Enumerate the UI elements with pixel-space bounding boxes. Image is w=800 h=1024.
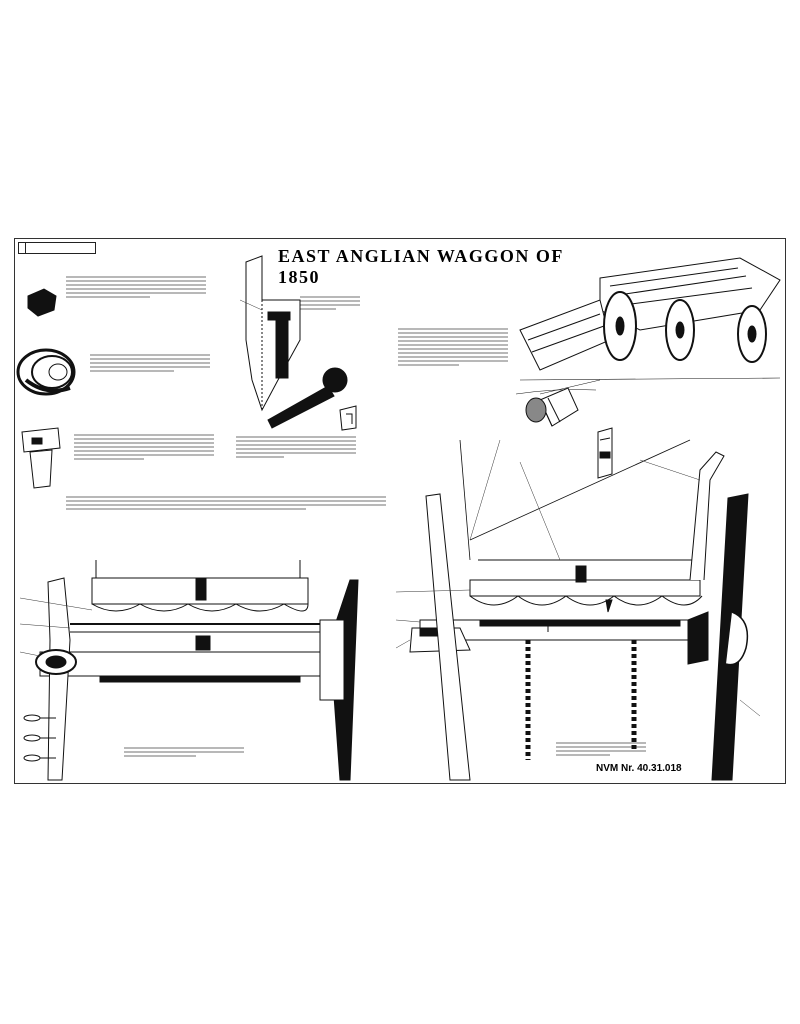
note-block-8	[124, 745, 244, 759]
block-detail	[525, 387, 579, 427]
hub-detail-icon	[21, 427, 61, 489]
note-block-1	[66, 274, 206, 300]
iron-tyre-icon	[16, 348, 76, 396]
chain-icon	[525, 640, 637, 760]
note-block-9	[556, 740, 646, 758]
note-block-6	[236, 434, 356, 460]
spanner-icon	[267, 367, 357, 431]
scale-box	[18, 242, 96, 254]
front-elevation-right	[409, 439, 725, 665]
bolt-legend	[23, 714, 56, 762]
leader-lines	[19, 299, 761, 717]
note-block-4	[66, 494, 386, 512]
scale-label	[25, 243, 32, 253]
stake-detail	[597, 427, 613, 479]
side-elevation-left	[39, 560, 331, 683]
axle-section-detail	[245, 255, 301, 412]
note-block-3	[74, 432, 214, 462]
wooden-block-icon	[27, 288, 57, 317]
front-wheel-right	[425, 493, 749, 781]
waggon-perspective-icon	[515, 257, 781, 395]
drawing-title: EAST ANGLIAN WAGGON OF 1850	[278, 246, 564, 287]
note-block-5	[300, 294, 360, 312]
drawing-number: NVM Nr. 40.31.018	[596, 763, 682, 774]
note-block-7	[398, 326, 508, 368]
note-block-2	[90, 352, 210, 374]
wheel-icon	[35, 577, 359, 781]
